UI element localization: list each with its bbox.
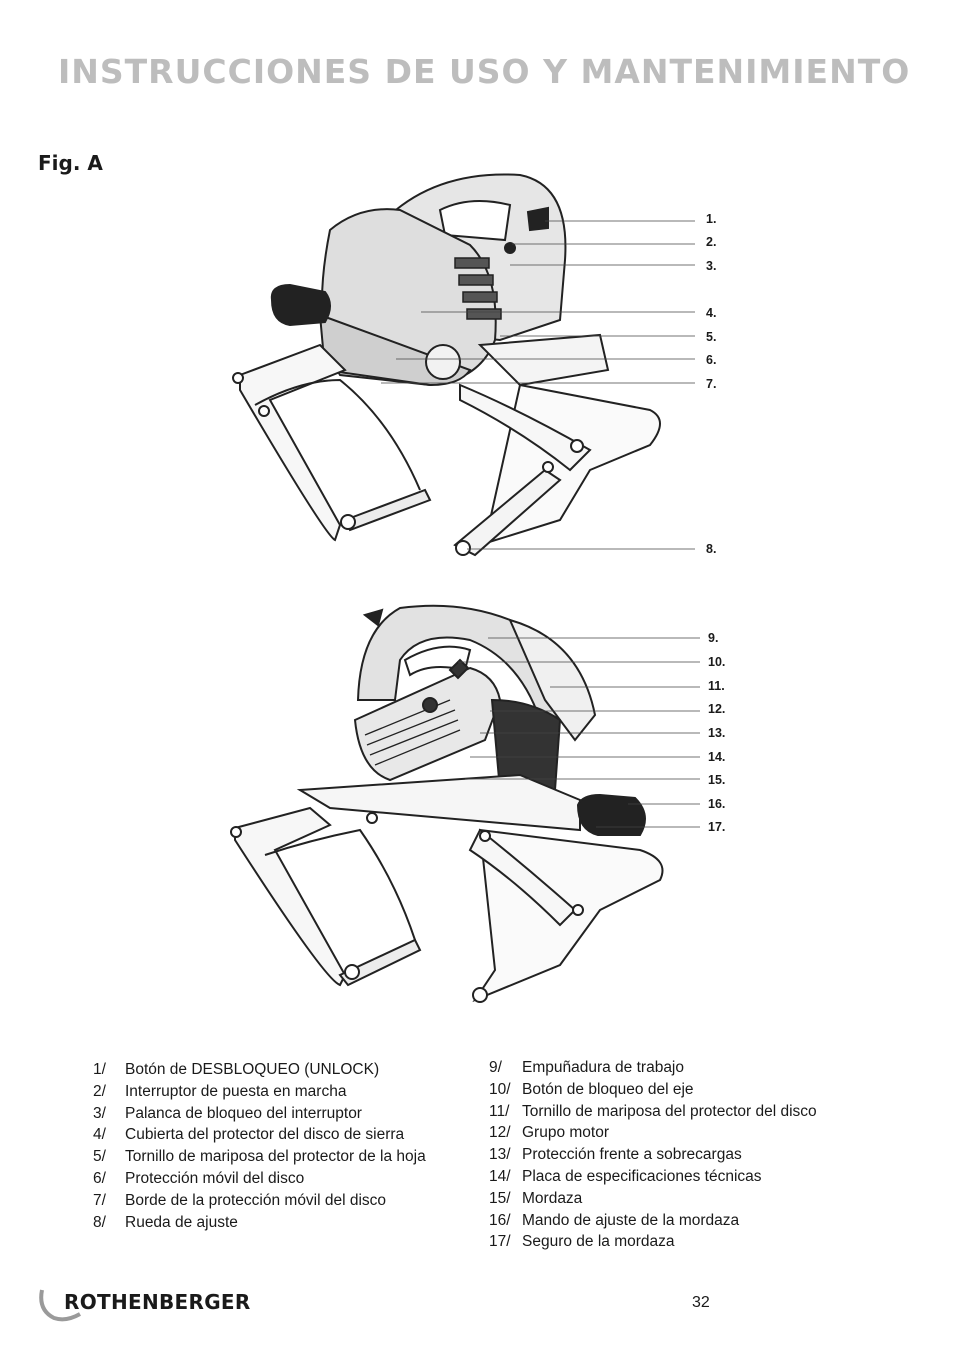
callout-lines-bottom — [458, 637, 700, 828]
legend-item: 8/Rueda de ajuste — [93, 1213, 238, 1231]
legend-item: 7/Borde de la protección móvil del disco — [93, 1191, 387, 1209]
legend-item: 13/Protección frente a sobrecargas — [489, 1146, 742, 1164]
callout-9: 9. — [708, 631, 719, 645]
legend-item: 11/Tornillo de mariposa del protector de… — [489, 1102, 817, 1120]
callout-lines-top — [381, 220, 695, 550]
legend-right: 9/Empuñadura de trabajo 10/Botón de bloq… — [489, 1059, 817, 1255]
callout-10: 10. — [708, 655, 726, 669]
callout-15: 15. — [708, 773, 726, 787]
legend-item: 3/Palanca de bloqueo del interruptor — [93, 1104, 362, 1122]
callout-14: 14. — [708, 750, 726, 764]
figure-label: Fig. A — [38, 151, 103, 175]
callout-16: 16. — [708, 797, 726, 811]
page-title: INSTRUCCIONES DE USO Y MANTENIMIENTO — [58, 52, 911, 91]
callout-12: 12. — [708, 702, 726, 716]
saw-top-view — [232, 173, 661, 557]
callout-4: 4. — [706, 306, 717, 320]
saw-bottom-view — [230, 604, 664, 1003]
legend-item: 1/Botón de DESBLOQUEO (UNLOCK) — [93, 1061, 380, 1078]
brand-swoosh-icon — [39, 1289, 81, 1322]
legend-item: 14/Placa de especificaciones técnicas — [489, 1167, 762, 1185]
legend-item: 15/Mordaza — [489, 1189, 583, 1207]
callout-8: 8. — [706, 542, 717, 556]
legend-item: 17/Seguro de la mordaza — [489, 1233, 675, 1251]
callout-2: 2. — [706, 235, 717, 249]
legend-item: 5/Tornillo de mariposa del protector de … — [93, 1148, 426, 1166]
page-number: 32 — [692, 1294, 710, 1311]
callout-13: 13. — [708, 726, 726, 740]
legend-item: 2/Interruptor de puesta en marcha — [93, 1082, 347, 1100]
callout-6: 6. — [706, 353, 717, 367]
legend-item: 9/Empuñadura de trabajo — [489, 1059, 685, 1076]
callout-1: 1. — [706, 212, 717, 226]
legend-item: 16/Mando de ajuste de la mordaza — [489, 1211, 740, 1229]
callout-7: 7. — [706, 377, 717, 391]
callout-11: 11. — [708, 679, 725, 693]
callout-5: 5. — [706, 330, 717, 344]
callout-17: 17. — [708, 820, 726, 834]
legend-item: 12/Grupo motor — [489, 1124, 610, 1142]
legend-left: 1/Botón de DESBLOQUEO (UNLOCK) 2/Interru… — [93, 1061, 426, 1235]
callout-3: 3. — [706, 259, 717, 273]
legend-item: 4/Cubierta del protector del disco de si… — [93, 1126, 405, 1144]
legend-item: 6/Protección móvil del disco — [93, 1169, 305, 1187]
legend-item: 10/Botón de bloqueo del eje — [489, 1080, 694, 1098]
brand-logo: ROTHENBERGER — [64, 1290, 251, 1314]
